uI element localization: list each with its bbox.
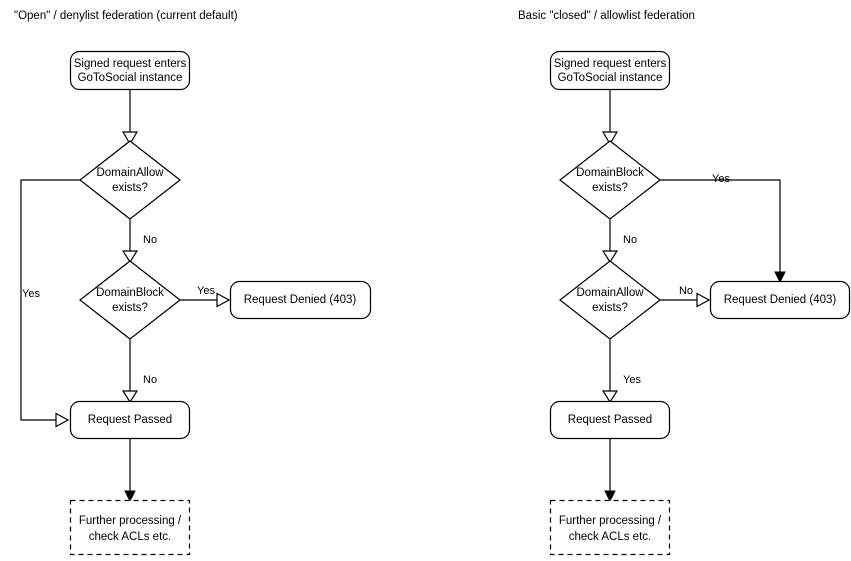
panel-closed-federation: Basic "closed" / allowlist federation Si… bbox=[518, 10, 851, 556]
node-request-passed-closed: Request Passed bbox=[549, 400, 671, 440]
arrow-open-icon bbox=[216, 292, 231, 308]
edge-domainblock-no-to-passed: No bbox=[121, 339, 157, 404]
edge-label-block-no: No bbox=[623, 234, 637, 246]
edge-label-block-yes: Yes bbox=[197, 285, 215, 297]
start-label-line1: Signed request enters bbox=[554, 58, 667, 70]
decision1-label-line1: DomainBlock bbox=[576, 167, 644, 179]
edge-start-to-domainallow bbox=[121, 89, 139, 146]
edge-label-allow-no: No bbox=[143, 234, 157, 246]
node-further-processing-open: Further processing / check ACLs etc. bbox=[69, 499, 191, 556]
start-label-line2: GoToSocial instance bbox=[78, 72, 183, 84]
arrow-open-icon bbox=[696, 292, 711, 308]
edge-label-allow-no: No bbox=[679, 285, 693, 297]
node-request-passed-open: Request Passed bbox=[69, 400, 191, 440]
further-label-line1: Further processing / bbox=[559, 515, 662, 527]
node-further-processing-closed: Further processing / check ACLs etc. bbox=[549, 499, 671, 556]
denied-label: Request Denied (403) bbox=[244, 294, 357, 306]
decision2-label-line2: exists? bbox=[112, 302, 148, 314]
arrow-open-icon bbox=[55, 412, 70, 428]
passed-box bbox=[549, 400, 671, 440]
node-request-denied-open: Request Denied (403) bbox=[229, 280, 372, 320]
arrow-open-icon bbox=[601, 250, 619, 264]
edge-domainblock-no-to-domainallow: No bbox=[601, 219, 637, 264]
edge-label-block-yes: Yes bbox=[712, 173, 730, 185]
panel-open-federation: "Open" / denylist federation (current de… bbox=[14, 10, 372, 556]
edge-start-to-domainblock bbox=[601, 89, 619, 146]
decision-diamond bbox=[559, 260, 661, 340]
start-label-line2: GoToSocial instance bbox=[558, 72, 663, 84]
panel-title-closed: Basic "closed" / allowlist federation bbox=[518, 10, 695, 22]
node-start-closed: Signed request enters GoToSocial instanc… bbox=[549, 50, 671, 91]
edge-domainallow-yes-to-passed-closed: Yes bbox=[601, 339, 641, 404]
further-label-line2: check ACLs etc. bbox=[569, 531, 651, 543]
decision1-label-line2: exists? bbox=[112, 182, 148, 194]
edge-passed-to-further-closed bbox=[604, 439, 616, 503]
further-label-line1: Further processing / bbox=[79, 515, 182, 527]
edge-domainblock-yes-to-denied-closed: Yes bbox=[660, 173, 786, 284]
edge-domainallow-yes-to-passed: Yes bbox=[20, 179, 80, 428]
decision-diamond bbox=[79, 140, 181, 220]
edge-label-block-no: No bbox=[143, 374, 157, 386]
edge-label-allow-yes: Yes bbox=[22, 288, 40, 300]
passed-box bbox=[69, 400, 191, 440]
further-box bbox=[69, 499, 191, 556]
passed-label: Request Passed bbox=[568, 414, 652, 426]
edge-domainallow-no-to-denied-closed: No bbox=[660, 285, 711, 308]
edge-domainallow-no-to-domainblock: No bbox=[121, 219, 157, 264]
arrow-open-icon bbox=[121, 390, 139, 404]
further-box bbox=[549, 499, 671, 556]
node-decision-domainallow-open: DomainAllow exists? bbox=[79, 140, 181, 220]
denied-box bbox=[229, 280, 372, 320]
node-start-open: Signed request enters GoToSocial instanc… bbox=[69, 50, 191, 91]
node-decision-domainblock-closed: DomainBlock exists? bbox=[559, 140, 661, 220]
denied-box bbox=[709, 280, 851, 320]
arrow-filled-icon bbox=[604, 490, 616, 503]
arrow-filled-icon bbox=[774, 271, 786, 284]
decision-diamond bbox=[79, 260, 181, 340]
decision2-label-line1: DomainBlock bbox=[96, 287, 164, 299]
edge-domainblock-yes-to-denied: Yes bbox=[180, 285, 231, 308]
decision-diamond bbox=[559, 140, 661, 220]
denied-label: Request Denied (403) bbox=[724, 294, 837, 306]
edge-label-allow-yes: Yes bbox=[623, 374, 641, 386]
arrow-open-icon bbox=[121, 131, 139, 146]
node-decision-domainallow-closed: DomainAllow exists? bbox=[559, 260, 661, 340]
arrow-open-icon bbox=[601, 131, 619, 146]
further-label-line2: check ACLs etc. bbox=[89, 531, 171, 543]
panel-title-open: "Open" / denylist federation (current de… bbox=[14, 10, 238, 22]
decision2-label-line2: exists? bbox=[592, 302, 628, 314]
arrow-open-icon bbox=[121, 250, 139, 264]
node-request-denied-closed: Request Denied (403) bbox=[709, 280, 851, 320]
arrow-filled-icon bbox=[124, 490, 136, 503]
edge-passed-to-further-open bbox=[124, 439, 136, 503]
decision1-label-line1: DomainAllow bbox=[96, 167, 164, 179]
start-label-line1: Signed request enters bbox=[74, 58, 187, 70]
decision2-label-line1: DomainAllow bbox=[576, 287, 644, 299]
node-decision-domainblock-open: DomainBlock exists? bbox=[79, 260, 181, 340]
passed-label: Request Passed bbox=[88, 414, 172, 426]
arrow-open-icon bbox=[601, 390, 619, 404]
decision1-label-line2: exists? bbox=[592, 182, 628, 194]
